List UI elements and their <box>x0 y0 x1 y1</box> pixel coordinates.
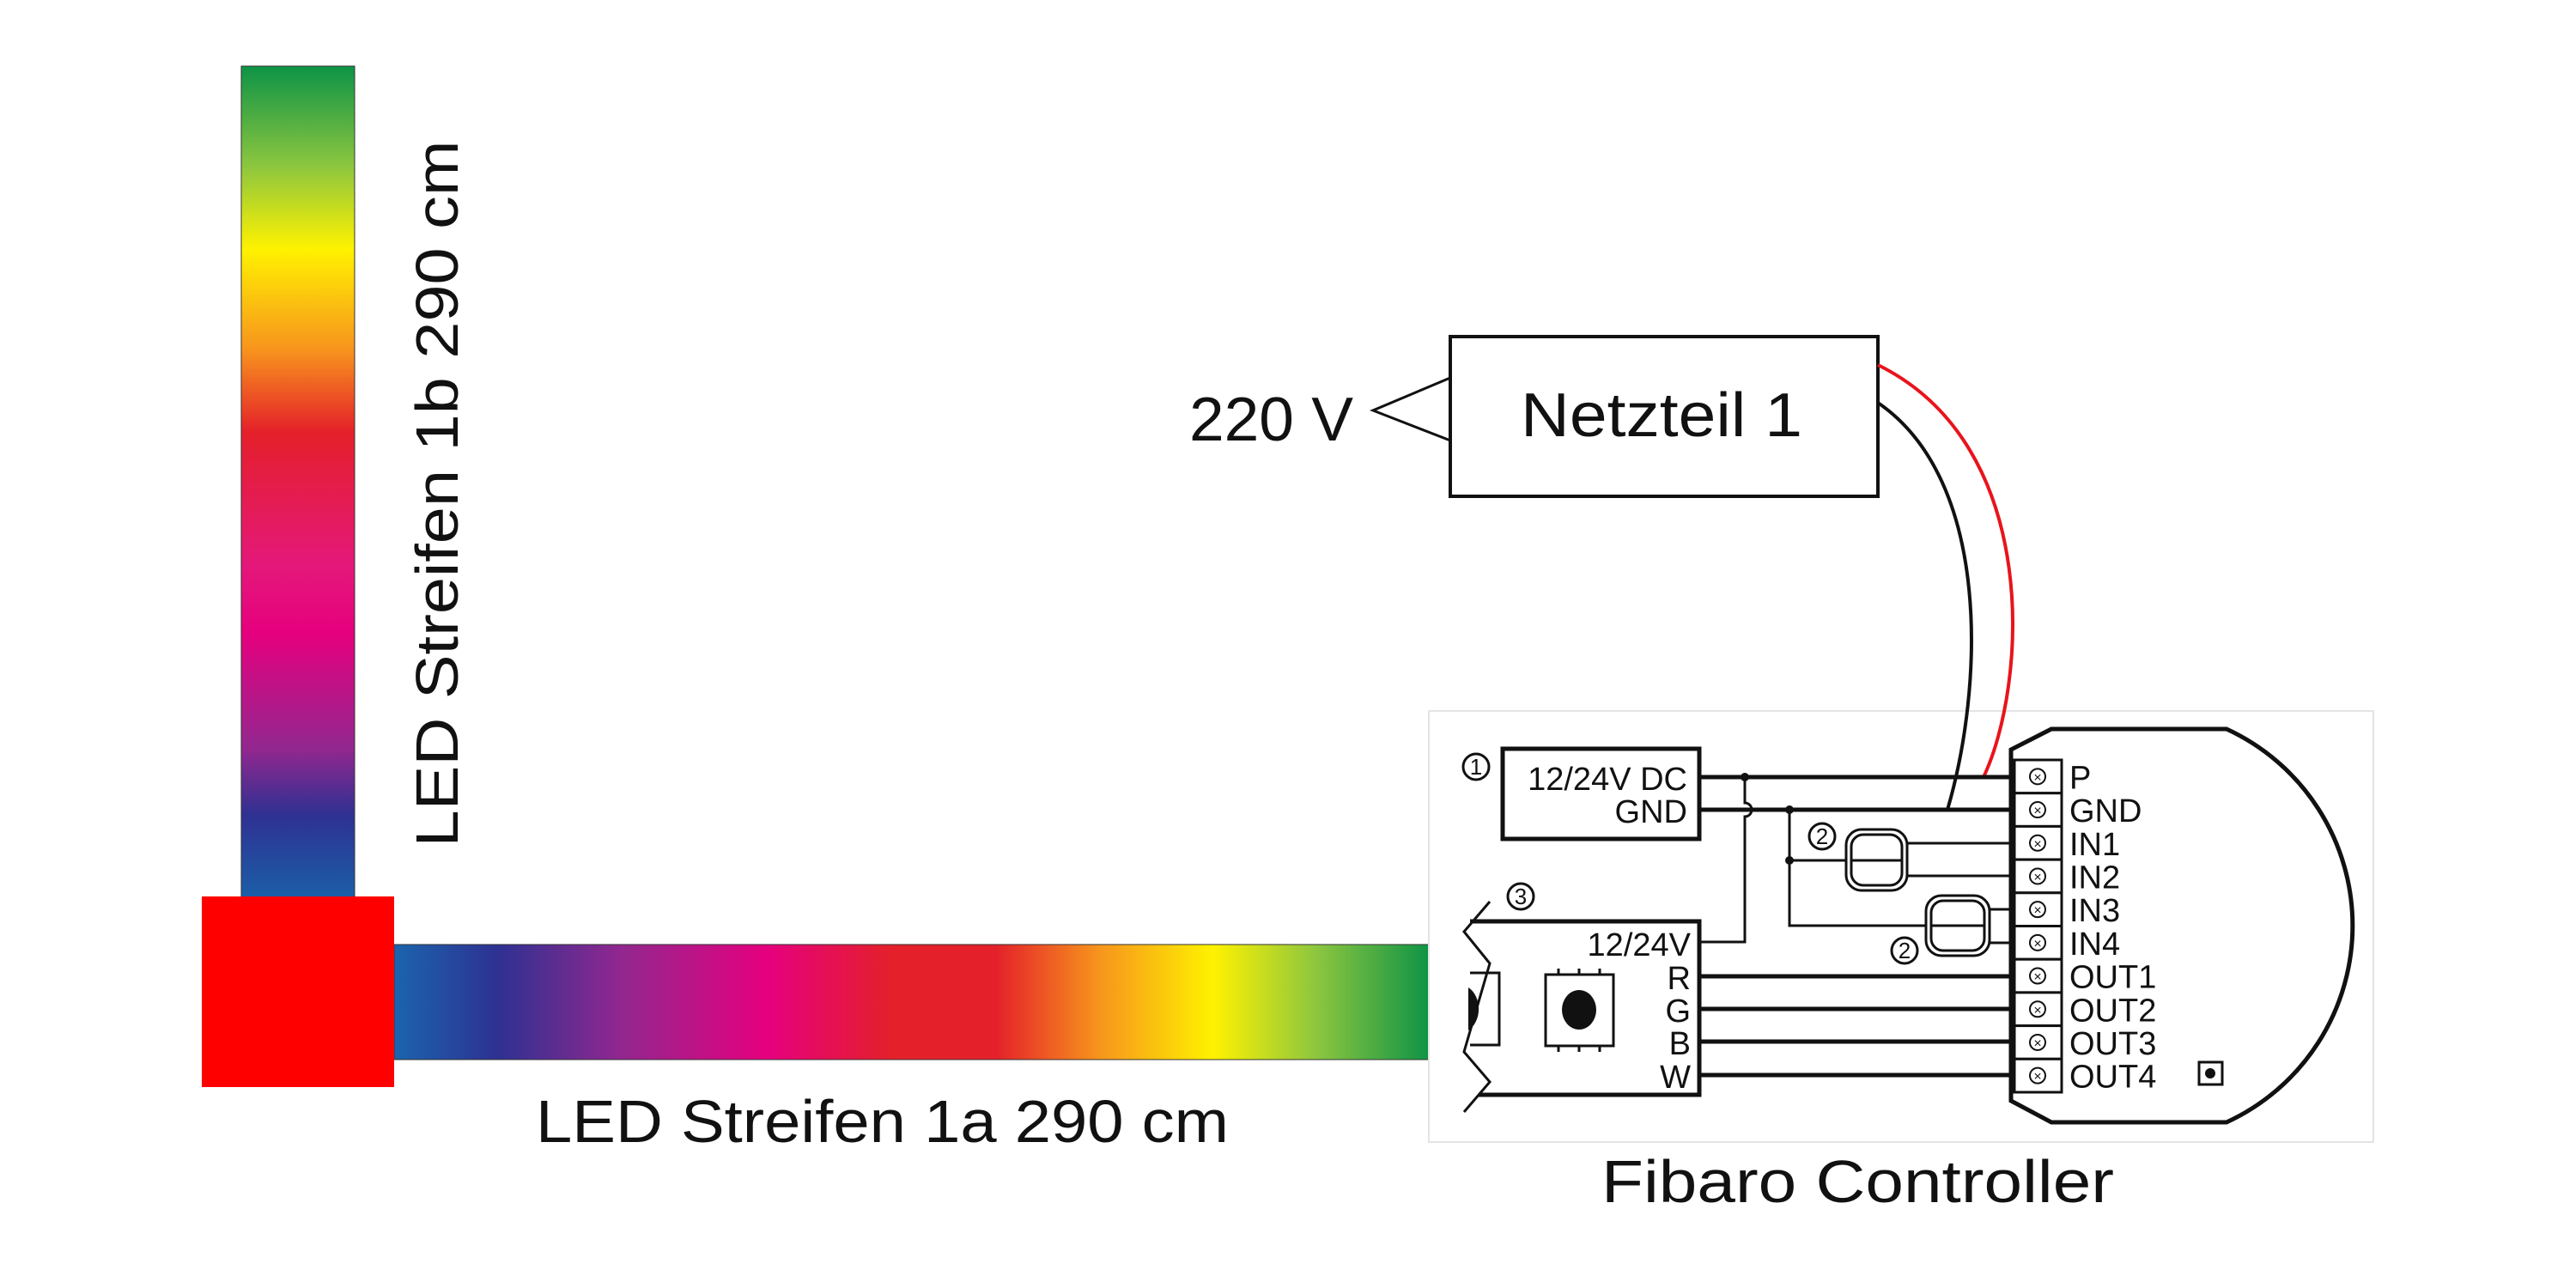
screw-cross-icon: × <box>2033 837 2041 852</box>
power-supply-label: Netzteil 1 <box>1521 381 1802 450</box>
terminal-label-in4: IN4 <box>2069 927 2120 963</box>
terminal-slot <box>2013 991 2063 1028</box>
terminal-label-in3: IN3 <box>2069 893 2120 929</box>
terminal-slot <box>2013 824 2063 861</box>
screw-cross-icon: × <box>2033 870 2041 884</box>
fibaro-module: × P × GND × IN1 × IN2 × IN3 × IN4 × OUT1 × OUT2 × OUT3 × OU… <box>2008 726 2355 1125</box>
screw-cross-icon: × <box>2033 1036 2041 1051</box>
screw-icon <box>2029 801 2046 819</box>
svg-text:2: 2 <box>1899 938 1911 963</box>
screw-cross-icon: × <box>2033 903 2041 918</box>
terminal-label-out2: OUT2 <box>2069 993 2156 1029</box>
terminal-label-out3: OUT3 <box>2069 1026 2156 1062</box>
channel-r: R <box>1668 961 1691 997</box>
mains-voltage-label: 220 V <box>1189 386 1353 454</box>
label-controller: Fibaro Controller <box>1601 1148 2114 1215</box>
channel-g: G <box>1665 993 1691 1030</box>
screw-icon <box>2029 768 2046 786</box>
switch-in3-in4: 2 <box>1890 894 1991 965</box>
screw-icon <box>2029 967 2046 985</box>
screw-icon <box>2029 1000 2046 1018</box>
supply-reference: 1 12/24V DC GND <box>1461 746 1702 841</box>
terminal-label-out4: OUT4 <box>2069 1060 2156 1096</box>
terminal-slot <box>2013 1057 2063 1094</box>
black-wire <box>1876 401 1973 811</box>
label-strip-1a: LED Streifen 1a 290 cm <box>536 1088 1229 1155</box>
screw-cross-icon: × <box>2033 970 2041 985</box>
screw-cross-icon: × <box>2033 804 2041 818</box>
mains-plug-icon <box>1370 376 1451 442</box>
screw-cross-icon: × <box>2033 1003 2041 1018</box>
screw-icon <box>2029 834 2046 852</box>
wiring <box>1699 773 2011 1078</box>
terminal-label-gnd: GND <box>2069 793 2142 829</box>
screw-icon <box>2029 867 2046 885</box>
channel-b: B <box>1669 1026 1691 1062</box>
switch-in1-in2: 2 <box>1807 822 1909 892</box>
corner-connector <box>202 896 394 1087</box>
svg-text:2: 2 <box>1816 823 1828 849</box>
power-supply-box <box>1449 335 1880 498</box>
screw-cross-icon: × <box>2033 1070 2041 1084</box>
screw-cross-icon: × <box>2033 770 2041 785</box>
terminal-label-in2: IN2 <box>2069 860 2120 896</box>
screw-icon <box>2029 901 2046 919</box>
terminal-slot <box>2013 1024 2063 1060</box>
screw-icon <box>2029 1066 2046 1084</box>
screw-icon <box>2029 1033 2046 1051</box>
svg-text:1: 1 <box>1470 754 1482 780</box>
terminal-label-p: P <box>2069 760 2091 796</box>
terminal-label-out1: OUT1 <box>2069 960 2156 996</box>
module-button <box>2197 1060 2224 1086</box>
label-strip-1b: LED Streifen 1b 290 cm <box>404 141 471 848</box>
terminal-slot <box>2013 792 2063 828</box>
supply-gnd-label: GND <box>1615 794 1687 830</box>
channel-w: W <box>1660 1060 1691 1096</box>
led-strip-1b <box>240 65 355 900</box>
screw-icon <box>2029 933 2046 951</box>
red-wire <box>1877 363 2014 778</box>
screw-cross-icon: × <box>2033 937 2041 951</box>
led-strip-reference: 3 12/24V R G B W <box>1462 882 1702 1113</box>
strip-power-label: 12/24V <box>1588 927 1692 963</box>
led-strip-1a <box>393 944 1431 1060</box>
supply-dc-label: 12/24V DC <box>1528 762 1687 798</box>
svg-text:3: 3 <box>1515 884 1527 909</box>
terminal-label-in1: IN1 <box>2069 827 2120 863</box>
